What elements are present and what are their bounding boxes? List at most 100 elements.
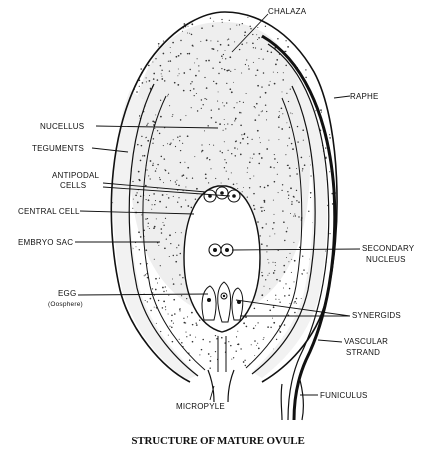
stipple-dot	[152, 121, 154, 123]
stipple-dot	[248, 65, 249, 66]
stipple-dot	[177, 137, 178, 138]
label-secondary-line2: NUCLEUS	[366, 255, 406, 264]
stipple-dot	[291, 203, 292, 204]
stipple-dot	[208, 60, 210, 62]
stipple-dot	[198, 70, 199, 71]
stipple-dot	[163, 145, 164, 146]
stipple-dot	[298, 216, 299, 217]
stipple-dot	[233, 184, 235, 186]
stipple-dot	[150, 310, 151, 311]
stipple-dot	[236, 336, 237, 337]
stipple-dot	[304, 164, 306, 166]
stipple-dot	[246, 42, 247, 43]
stipple-dot	[171, 327, 173, 329]
stipple-dot	[168, 295, 169, 296]
stipple-dot	[301, 298, 302, 299]
stipple-dot	[274, 214, 275, 215]
stipple-dot	[251, 344, 252, 345]
stipple-dot	[191, 312, 193, 314]
stipple-dot	[255, 325, 256, 326]
stipple-dot	[185, 115, 186, 116]
stipple-dot	[228, 69, 230, 71]
stipple-dot	[298, 201, 300, 203]
stipple-dot	[169, 256, 170, 257]
stipple-dot	[166, 290, 167, 291]
stipple-dot	[253, 153, 254, 154]
stipple-dot	[241, 72, 242, 73]
stipple-dot	[180, 253, 182, 255]
stipple-dot	[178, 245, 179, 246]
stipple-dot	[187, 33, 188, 34]
stipple-dot	[240, 154, 242, 156]
stipple-dot	[270, 327, 271, 328]
stipple-dot	[176, 247, 177, 248]
stipple-dot	[231, 359, 232, 360]
stipple-dot	[272, 318, 273, 319]
stipple-dot	[145, 185, 147, 187]
stipple-dot	[225, 50, 226, 51]
stipple-dot	[173, 196, 174, 197]
stipple-dot	[228, 44, 230, 46]
stipple-dot	[288, 198, 289, 199]
stipple-dot	[310, 175, 311, 176]
stipple-dot	[153, 73, 155, 75]
stipple-dot	[265, 26, 266, 27]
stipple-dot	[147, 218, 148, 219]
stipple-dot	[258, 348, 260, 350]
stipple-dot	[210, 40, 211, 41]
stipple-dot	[267, 300, 268, 301]
stipple-dot	[261, 294, 263, 296]
stipple-dot	[173, 283, 175, 285]
stipple-dot	[146, 199, 147, 200]
stipple-dot	[266, 111, 267, 112]
stipple-dot	[294, 260, 296, 262]
stipple-dot	[254, 119, 256, 121]
stipple-dot	[144, 155, 146, 157]
stipple-dot	[181, 342, 183, 344]
stipple-dot	[197, 58, 198, 59]
stipple-dot	[252, 34, 253, 35]
stipple-dot	[170, 243, 171, 244]
stipple-dot	[242, 191, 243, 192]
stipple-dot	[159, 177, 160, 178]
stipple-dot	[142, 82, 144, 84]
stipple-dot	[267, 51, 269, 53]
stipple-dot	[140, 68, 142, 70]
stipple-dot	[234, 107, 235, 108]
stipple-dot	[206, 99, 207, 100]
stipple-dot	[235, 141, 236, 142]
stipple-dot	[231, 124, 232, 125]
stipple-dot	[158, 245, 159, 246]
stipple-dot	[201, 27, 203, 29]
stipple-dot	[234, 120, 235, 121]
stipple-dot	[183, 90, 185, 92]
stipple-dot	[173, 299, 175, 301]
stipple-dot	[228, 150, 229, 151]
stipple-dot	[180, 150, 181, 151]
stipple-dot	[148, 199, 150, 201]
stipple-dot	[164, 80, 166, 82]
stipple-dot	[200, 41, 201, 42]
stipple-dot	[213, 145, 214, 146]
stipple-dot	[284, 240, 285, 241]
stipple-dot	[285, 154, 286, 155]
stipple-dot	[279, 301, 280, 302]
stipple-dot	[163, 301, 165, 303]
stipple-dot	[325, 147, 326, 148]
stipple-dot	[219, 61, 221, 63]
stipple-dot	[266, 245, 268, 247]
stipple-dot	[224, 141, 225, 142]
stipple-dot	[178, 185, 180, 187]
stipple-dot	[278, 127, 279, 128]
stipple-dot	[281, 190, 282, 191]
stipple-dot	[259, 153, 261, 155]
stipple-dot	[279, 330, 280, 331]
stipple-dot	[224, 167, 225, 168]
label-teguments: TEGUMENTS	[32, 144, 84, 153]
stipple-dot	[155, 170, 156, 171]
stipple-dot	[281, 128, 283, 130]
stipple-dot	[172, 116, 173, 117]
stipple-dot	[146, 137, 147, 138]
stipple-dot	[245, 316, 247, 318]
stipple-dot	[218, 73, 219, 74]
